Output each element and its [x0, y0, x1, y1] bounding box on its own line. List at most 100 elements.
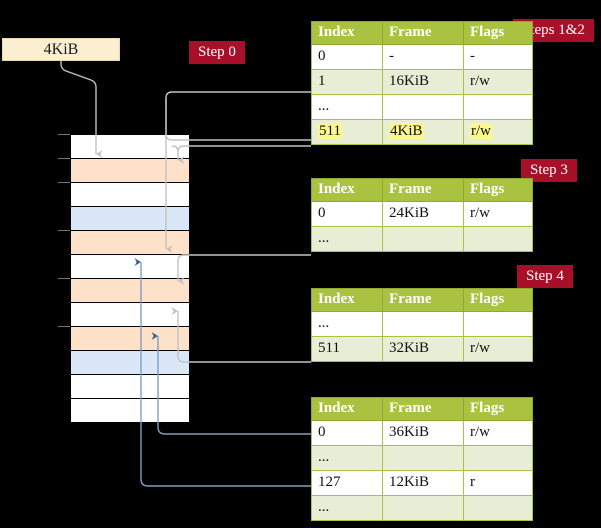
memory-frame-row — [70, 134, 190, 159]
physical-memory-column — [70, 134, 190, 423]
frame-boundary-tick — [58, 230, 70, 231]
cell-index: ... — [311, 495, 383, 521]
table-row[interactable]: ... — [311, 445, 533, 471]
column-header-flags: Flags — [463, 21, 533, 45]
cell-flags: r/w — [463, 119, 533, 145]
cell-highlight: r/w — [470, 123, 492, 139]
cell-index: ... — [311, 311, 383, 337]
memory-frame-row — [70, 254, 190, 279]
pill-label: Step 0 — [198, 44, 236, 60]
table-row[interactable]: 511 4KiB r/w — [311, 119, 533, 145]
pill-steps-1-2: Steps 1&2 — [513, 19, 594, 42]
column-header-flags: Flags — [463, 178, 533, 202]
pill-label: Step 4 — [526, 268, 564, 284]
frame-boundary-tick — [58, 134, 70, 135]
cell-frame: 24KiB — [382, 201, 464, 227]
cell-highlight: 4KiB — [389, 123, 424, 139]
cell-flags: r/w — [463, 336, 533, 362]
cell-frame: 36KiB — [382, 420, 464, 446]
memory-frame-row — [70, 350, 190, 375]
cell-frame: 12KiB — [382, 470, 464, 496]
column-header-index: Index — [311, 288, 383, 312]
frame-boundary-tick — [58, 278, 70, 279]
pill-label: Step 3 — [530, 162, 568, 178]
memory-frame-row — [70, 326, 190, 351]
memory-frame-row — [70, 158, 190, 183]
column-header-flags: Flags — [463, 288, 533, 312]
pill-label: Steps 1&2 — [522, 22, 585, 38]
cell-frame — [382, 94, 464, 120]
frame-boundary-tick — [58, 158, 70, 159]
frame-boundary-tick — [58, 326, 70, 327]
cell-frame — [382, 311, 464, 337]
cell-frame — [382, 445, 464, 471]
cell-flags: r/w — [463, 420, 533, 446]
cell-index: 0 — [311, 44, 383, 70]
table-row[interactable]: ... — [311, 94, 533, 120]
column-header-index: Index — [311, 178, 383, 202]
cell-index: 0 — [311, 420, 383, 446]
column-header-index: Index — [311, 21, 383, 45]
cell-index: 511 — [311, 336, 383, 362]
table-row[interactable]: ... — [311, 495, 533, 521]
frame-size-label: 4KiB — [43, 41, 79, 58]
cell-index: ... — [311, 445, 383, 471]
wire-steps12-top — [165, 91, 311, 141]
column-header-index: Index — [311, 397, 383, 421]
cell-flags — [463, 94, 533, 120]
cell-frame — [382, 495, 464, 521]
memory-frame-row — [70, 278, 190, 303]
cell-index: 127 — [311, 470, 383, 496]
frame-boundary-tick — [58, 182, 70, 183]
cell-frame: - — [382, 44, 464, 70]
memory-frame-row — [70, 374, 190, 399]
cell-flags: - — [463, 44, 533, 70]
cell-index: 0 — [311, 201, 383, 227]
memory-frame-row — [70, 230, 190, 255]
cell-index: ... — [311, 94, 383, 120]
table-row[interactable]: ... — [311, 311, 533, 337]
cell-flags: r/w — [463, 69, 533, 95]
cell-highlight: 511 — [318, 123, 342, 139]
memory-frame-row — [70, 182, 190, 207]
pill-step-0: Step 0 — [189, 41, 245, 64]
cell-frame — [382, 226, 464, 252]
cell-flags: r — [463, 470, 533, 496]
table-row[interactable]: ... — [311, 226, 533, 252]
column-header-flags: Flags — [463, 397, 533, 421]
wire-level3-out — [171, 307, 311, 363]
column-header-frame: Frame — [382, 21, 464, 45]
memory-frame-row — [70, 206, 190, 231]
cell-flags: r/w — [463, 201, 533, 227]
wire-level1-lead — [177, 145, 311, 153]
cell-frame: 32KiB — [382, 336, 464, 362]
memory-frame-row — [70, 398, 190, 423]
column-header-frame: Frame — [382, 397, 464, 421]
column-header-frame: Frame — [382, 288, 464, 312]
pill-step-3: Step 3 — [521, 159, 577, 182]
cell-frame: 16KiB — [382, 69, 464, 95]
cell-flags — [463, 226, 533, 252]
cell-index: 1 — [311, 69, 383, 95]
frame-size-box: 4KiB — [2, 38, 120, 61]
cell-index: ... — [311, 226, 383, 252]
cell-frame: 4KiB — [382, 119, 464, 145]
table-row[interactable]: 0-- — [311, 44, 533, 70]
cell-flags — [463, 445, 533, 471]
cell-index: 511 — [311, 119, 383, 145]
wire-level2-in — [177, 254, 311, 285]
pill-step-4: Step 4 — [517, 265, 573, 288]
cell-flags — [463, 495, 533, 521]
memory-frame-row — [70, 302, 190, 327]
column-header-frame: Frame — [382, 178, 464, 202]
